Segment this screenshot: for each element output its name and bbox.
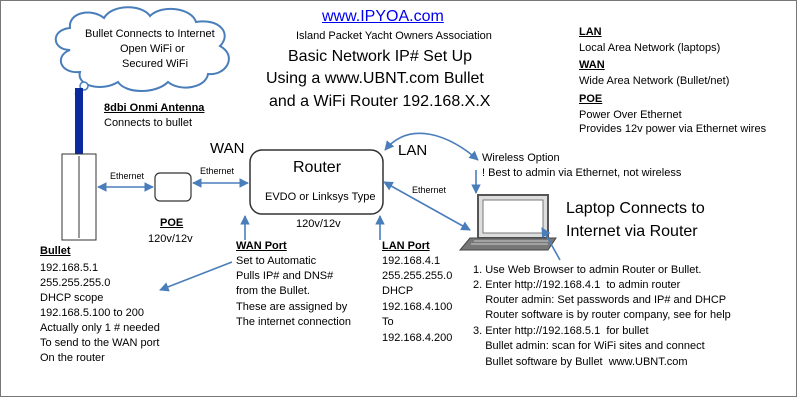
wan-port-line: Set to Automatic — [236, 255, 317, 267]
wireless-note: ! Best to admin via Ethernet, not wirele… — [482, 167, 682, 179]
instruction-line: Router software is by router company, se… — [473, 309, 731, 321]
laptop-icon — [458, 194, 557, 251]
ethernet-label-laptop: Ethernet — [412, 185, 447, 195]
bullet-info-title: Bullet — [40, 245, 71, 257]
wan-port-line: from the Bullet. — [236, 285, 310, 297]
arrow-laptop-caption — [541, 227, 561, 261]
wan-port-line: Pulls IP# and DNS# — [236, 270, 334, 282]
instruction-line: 2. Enter http://192.168.4.1 to admin rou… — [473, 279, 681, 291]
cloud-text-1: Bullet Connects to Internet — [85, 28, 215, 40]
ethernet-label-poe: Ethernet — [200, 166, 235, 176]
poe-title: POE — [160, 217, 184, 229]
cloud-shape — [54, 6, 230, 92]
ethernet-label-bullet: Ethernet — [110, 171, 145, 181]
instruction-line: Router admin: Set passwords and IP# and … — [473, 294, 727, 306]
wan-port-line: These are assigned by — [236, 301, 348, 313]
arrow-router-laptop — [383, 181, 471, 231]
bullet-info-line: DHCP scope — [40, 292, 104, 304]
wan-label: WAN — [210, 140, 245, 157]
wan-port-line: The internet connection — [236, 316, 351, 328]
router-subtitle: EVDO or Linksys Type — [265, 191, 376, 203]
poe-box — [154, 172, 192, 202]
glossary-lan-def: Local Area Network (laptops) — [579, 42, 721, 54]
lan-label: LAN — [398, 142, 428, 159]
poe-power: 120v/12v — [148, 233, 193, 245]
wan-port-title: WAN Port — [236, 240, 287, 252]
lan-port-title: LAN Port — [382, 240, 430, 252]
router-title: Router — [293, 159, 342, 176]
antenna-title: 8dbi Onmi Antenna — [104, 102, 205, 114]
lan-port-line: DHCP — [382, 285, 414, 297]
laptop-caption-1: Laptop Connects to — [566, 200, 705, 217]
glossary-lan-term: LAN — [579, 26, 602, 38]
bullet-info-line: On the router — [40, 352, 105, 364]
bullet-info-line: To send to the WAN port — [40, 337, 160, 349]
instruction-line: Bullet admin: scan for WiFi sites and co… — [473, 340, 705, 352]
router-box — [249, 149, 384, 215]
bullet-info-line: 255.255.255.0 — [40, 277, 111, 289]
glossary-poe-def-1: Power Over Ethernet — [579, 109, 682, 121]
lan-port-line: 192.168.4.100 — [382, 301, 453, 313]
org-name: Island Packet Yacht Owners Association — [296, 30, 492, 42]
lan-port-line: 192.168.4.200 — [382, 332, 453, 344]
antenna-subtitle: Connects to bullet — [104, 117, 193, 129]
arrow-wanport-bullet — [159, 261, 233, 292]
bullet-info-line: 192.168.5.100 to 200 — [40, 307, 144, 319]
title-line-3: and a WiFi Router 192.168.X.X — [269, 93, 491, 110]
glossary-wan-term: WAN — [579, 59, 605, 71]
bullet-info-line: 192.168.5.1 — [40, 262, 99, 274]
glossary-poe-def-2: Provides 12v power via Ethernet wires — [579, 123, 767, 135]
arrow-wireless-lan — [384, 132, 479, 161]
wireless-option-label: Wireless Option — [482, 152, 560, 164]
router-power: 120v/12v — [296, 218, 341, 230]
title-line-2: Using a www.UBNT.com Bullet — [266, 70, 484, 87]
cloud-text-3: Secured WiFi — [122, 58, 189, 70]
glossary-wan-def: Wide Area Network (Bullet/net) — [579, 75, 730, 87]
lan-port-line: 192.168.4.1 — [382, 255, 441, 267]
antenna-mast — [75, 88, 83, 154]
lan-port-line: 255.255.255.0 — [382, 270, 453, 282]
instruction-line: 3. Enter http://192.168.5.1 for bullet — [473, 325, 649, 337]
title-line-1: Basic Network IP# Set Up — [288, 48, 473, 65]
laptop-caption-2: Internet via Router — [566, 223, 698, 240]
site-link[interactable]: www.IPYOA.com — [322, 8, 444, 25]
instruction-line: Bullet software by Bullet www.UBNT.com — [473, 356, 688, 368]
lan-port-line: To — [382, 316, 394, 328]
cloud-text-2: Open WiFi or — [120, 43, 185, 55]
instruction-line: 1. Use Web Browser to admin Router or Bu… — [473, 264, 702, 276]
bullet-info-line: Actually only 1 # needed — [40, 322, 160, 334]
glossary-poe-term: POE — [579, 93, 603, 105]
